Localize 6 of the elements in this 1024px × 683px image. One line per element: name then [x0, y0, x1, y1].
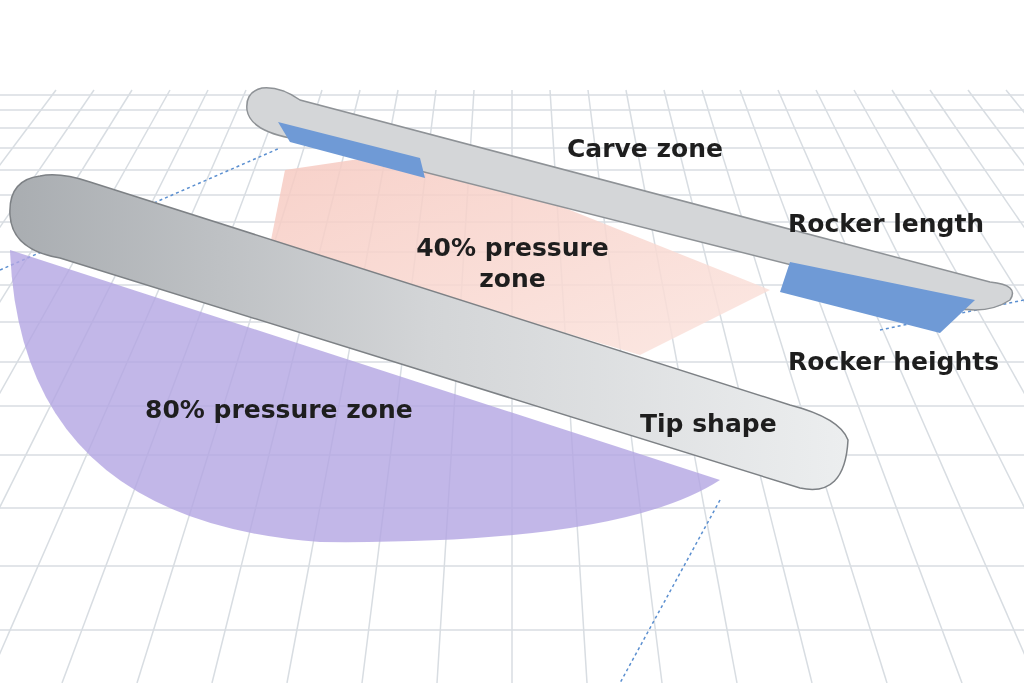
part-label: 40% pressure zone [415, 232, 610, 295]
part-label: Carve zone [567, 133, 723, 165]
part-label: Tip shape [640, 408, 777, 440]
part-label: Rocker length [788, 208, 985, 240]
part-label: Rocker heights [788, 346, 1000, 378]
part-label: 80% pressure zone [145, 394, 413, 426]
